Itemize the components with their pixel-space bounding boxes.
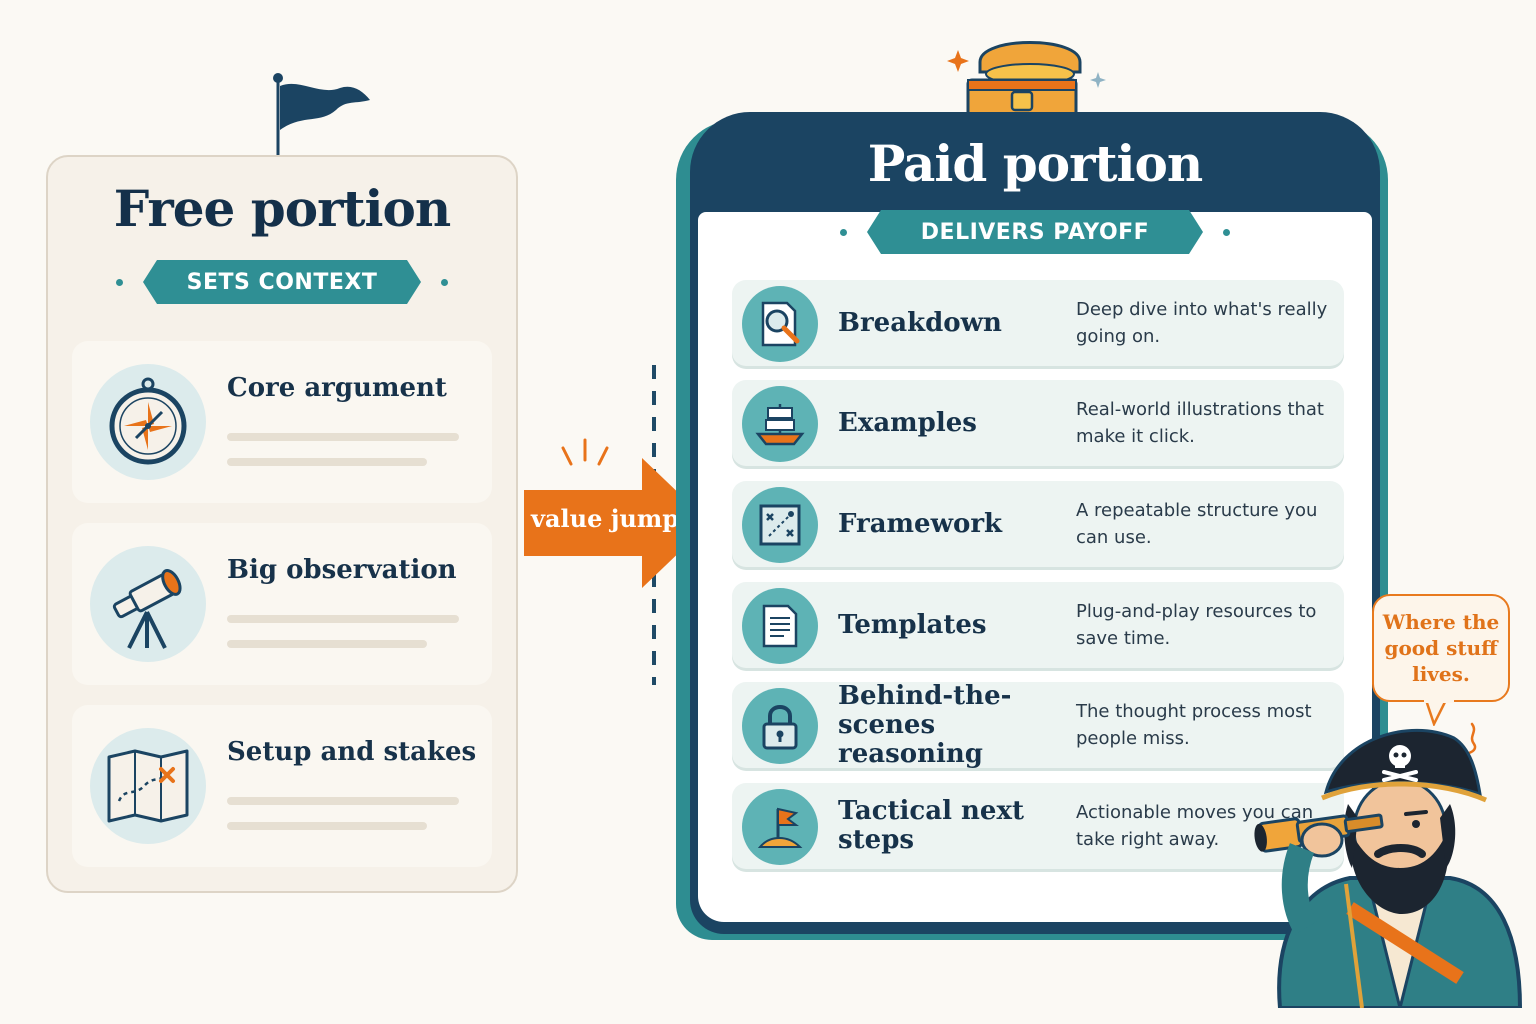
document-icon: [762, 604, 798, 648]
magnifier-document-icon: [761, 301, 800, 347]
free-item-label: Setup and stakes: [227, 737, 477, 767]
paid-item-desc: A repeatable structure you can use.: [1076, 500, 1318, 548]
flag-on-hill-icon: [757, 807, 803, 848]
padlock-icon: [762, 705, 798, 750]
free-item-label: Core argument: [227, 373, 447, 403]
paid-item-tactical-next-steps: Tactical next steps Actionable moves you…: [732, 783, 1344, 869]
free-portion-title: Free portion: [113, 179, 451, 238]
paid-item-desc: Real-world illustrations that make it cl…: [1076, 399, 1324, 447]
paid-item-framework: Framework A repeatable structure you can…: [732, 481, 1344, 567]
paid-item-label: Framework: [838, 508, 1003, 539]
paid-item-desc: Plug-and-play resources to save time.: [1076, 601, 1317, 649]
speech-bubble-tail: [1424, 700, 1454, 726]
free-portion-card: Free portion SETS CONTEXT Core argument: [46, 155, 518, 893]
paid-item-behind-the-scenes: Behind-the-scenes reasoning The thought …: [732, 680, 1344, 769]
delivers-payoff-badge: DELIVERS PAYOFF: [698, 210, 1372, 254]
paid-portion-title: Paid portion: [867, 134, 1203, 193]
free-item-big-observation: Big observation: [72, 523, 492, 685]
paid-portion-card: Paid portion DELIVERS PAYOFF Breakdown D…: [690, 112, 1380, 934]
free-item-setup-and-stakes: Setup and stakes: [72, 705, 492, 867]
free-item-core-argument: Core argument: [72, 341, 492, 503]
paid-item-desc: Actionable moves you can take right away…: [1076, 802, 1314, 850]
flag-icon: [273, 73, 370, 156]
burst-icon: [561, 438, 609, 466]
telescope-icon: [112, 569, 182, 649]
paid-item-examples: Examples Real-world illustrations that m…: [732, 380, 1344, 466]
paid-item-templates: Templates Plug-and-play resources to sav…: [732, 582, 1344, 668]
value-jump-label: value jump: [531, 504, 679, 533]
paid-item-breakdown: Breakdown Deep dive into what's really g…: [732, 280, 1344, 366]
paid-item-desc: Deep dive into what's really going on.: [1076, 299, 1328, 347]
treasure-map-icon: [107, 749, 189, 823]
paid-item-desc: The thought process most people miss.: [1076, 701, 1312, 749]
paid-item-label: Templates: [838, 609, 987, 640]
framework-map-icon: [759, 504, 801, 546]
paid-item-label: Tactical next steps: [838, 796, 1024, 855]
speech-bubble: Where the good stuff lives.: [1372, 594, 1510, 702]
pirate-character: [1254, 729, 1523, 1008]
paid-item-label: Breakdown: [838, 307, 1002, 338]
ship-icon: [755, 404, 805, 446]
paid-item-label: Behind-the-scenes reasoning: [838, 680, 1012, 769]
sets-context-badge: SETS CONTEXT: [48, 260, 516, 304]
compass-icon: [109, 377, 187, 465]
paid-item-label: Examples: [838, 407, 977, 438]
value-jump-arrow: [524, 458, 710, 588]
free-item-label: Big observation: [227, 555, 457, 585]
